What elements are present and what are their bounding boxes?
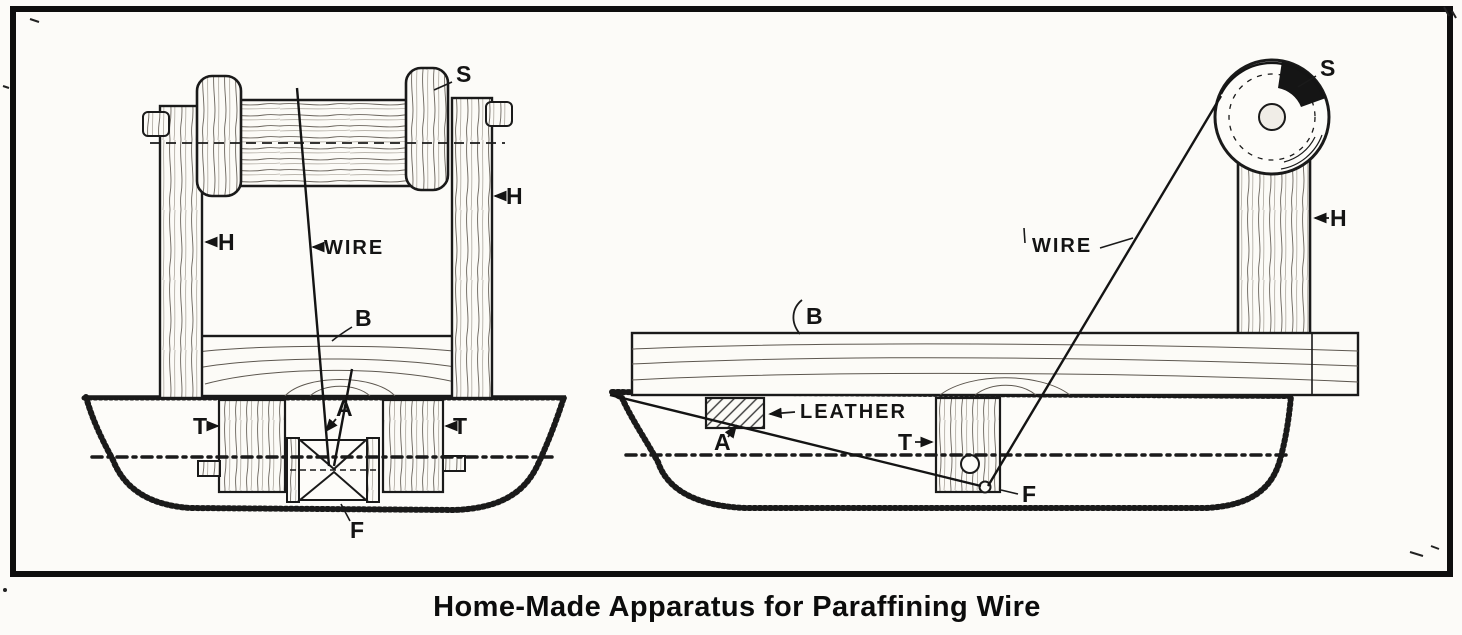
front-view-labels: S H H WIRE B A T T F <box>193 61 523 543</box>
wire-label-tick <box>1023 227 1026 244</box>
pulley-s-side <box>1213 58 1331 176</box>
leather-block-a <box>704 396 766 430</box>
label-b-side: B <box>806 303 823 329</box>
label-h-right: H <box>506 183 523 209</box>
corner-mark-bottom-right <box>1409 545 1440 557</box>
board-grain-side <box>632 343 1358 395</box>
plate-frame <box>2 6 1457 592</box>
wire-side <box>609 61 1325 488</box>
board-grain <box>197 345 475 396</box>
support-t-side <box>934 396 1002 494</box>
pulley-shade-arc-1 <box>1280 134 1323 170</box>
leader-b-side <box>792 299 803 335</box>
board-b-side <box>630 331 1360 397</box>
leader-b <box>331 326 353 342</box>
leader-f <box>340 503 351 522</box>
side-view-labels: S H WIRE B LEATHER A T F <box>714 55 1347 507</box>
block-t-right <box>381 398 466 494</box>
margin-mark-left <box>2 85 10 89</box>
label-f: F <box>350 517 364 543</box>
board-b-front <box>195 334 477 398</box>
spool-assembly <box>142 66 513 198</box>
axle-stub-right <box>485 101 513 127</box>
wire-front <box>295 87 354 467</box>
label-h-left: H <box>218 229 235 255</box>
side-view: S H WIRE B LEATHER A T F <box>601 55 1360 511</box>
axle-stub-left <box>142 111 170 137</box>
pulley-hub <box>1258 103 1286 131</box>
label-t-left: T <box>193 413 207 439</box>
label-s: S <box>456 61 471 87</box>
label-wire-side: WIRE <box>1032 235 1092 257</box>
block-peg-right <box>442 455 466 472</box>
spool-flange-left <box>195 74 243 198</box>
arrow-a-side <box>724 424 738 439</box>
leader-s <box>433 81 453 91</box>
label-wire: WIRE <box>324 237 384 259</box>
post-h-right <box>450 96 494 400</box>
label-s-side: S <box>1320 55 1335 81</box>
label-a-side: A <box>714 429 731 455</box>
leader-s-side <box>1297 75 1317 88</box>
arrow-a <box>324 418 338 433</box>
label-b: B <box>355 305 372 331</box>
block-peg-left <box>197 460 221 477</box>
corner-mark-top-right <box>1443 6 1457 19</box>
pulley-groove-line <box>1228 73 1316 161</box>
corner-mark-top-left <box>29 18 40 23</box>
pulley-shade-arc-2 <box>1283 136 1316 163</box>
leader-wire-side <box>1099 237 1134 249</box>
arrow-leather <box>768 407 796 419</box>
label-a: A <box>336 395 353 421</box>
pulley-f-front <box>286 437 380 503</box>
figure-caption: Home-Made Apparatus for Paraffining Wire <box>433 591 1041 623</box>
label-h-side: H <box>1330 205 1347 231</box>
corner-mark-bottom-left <box>3 588 7 592</box>
spool-flange-right <box>404 66 450 192</box>
front-view: S H H WIRE B A T T F <box>81 61 569 543</box>
block-t-left <box>197 398 287 494</box>
label-leather: LEATHER <box>800 401 907 423</box>
label-t-side: T <box>898 429 912 455</box>
leader-f-side <box>1000 489 1019 495</box>
label-t-right: T <box>453 413 467 439</box>
axle-hole <box>960 454 980 474</box>
label-f-side: F <box>1022 481 1036 507</box>
post-h-left <box>158 104 204 400</box>
